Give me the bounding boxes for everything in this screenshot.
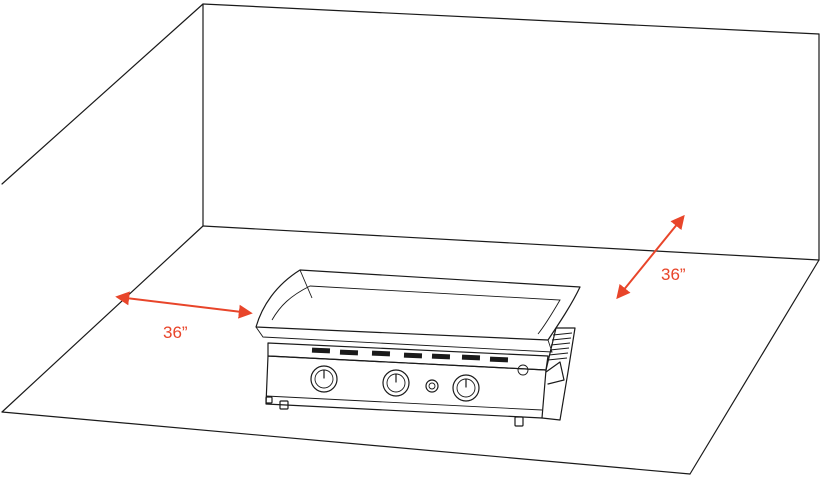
griddle-control-panel (266, 356, 546, 418)
back-wall-top-edge (203, 4, 819, 34)
floor-back-edge (203, 226, 819, 260)
griddle-handle (546, 362, 564, 384)
double-arrow-right-icon (618, 217, 683, 297)
griddle-appliance-icon (256, 270, 580, 426)
dimension-right: 36” (618, 217, 686, 297)
dimension-left: 36” (118, 297, 250, 342)
griddle-side-panel (542, 328, 575, 420)
griddle-foot-right (515, 417, 523, 426)
griddle-knob-middle-icon (383, 370, 409, 396)
griddle-side-knob-icon (518, 365, 528, 375)
double-arrow-left-icon (118, 297, 250, 313)
griddle-plate-inner (272, 286, 560, 334)
floor-right-edge (690, 260, 819, 474)
griddle-plate-lip (300, 270, 312, 298)
griddle-igniter-icon (426, 380, 438, 392)
dimension-left-label: 36” (163, 323, 188, 342)
left-wall (2, 4, 203, 412)
griddle-panel-bottom-trim (266, 396, 542, 410)
griddle-knob-right-icon (453, 375, 479, 401)
griddle-foot-back-left (266, 397, 272, 403)
griddle-knob-left-icon (311, 366, 337, 392)
floor-front-edge (2, 412, 690, 474)
griddle-plate-front-rim (256, 327, 552, 352)
dimension-right-label: 36” (661, 265, 686, 284)
